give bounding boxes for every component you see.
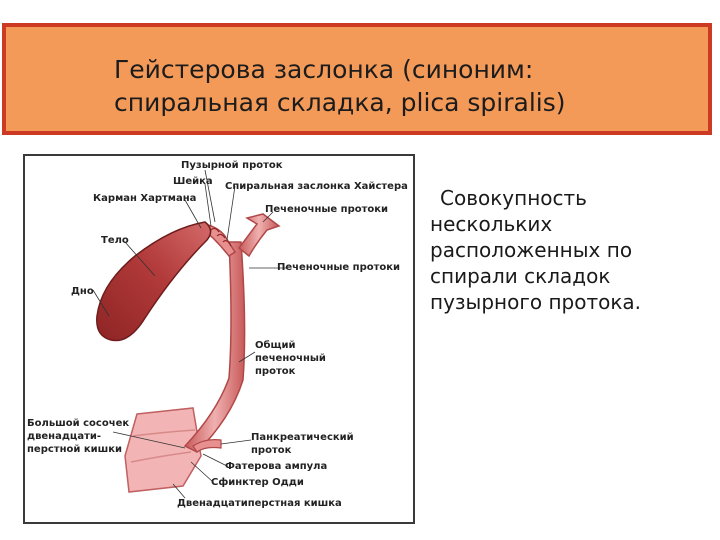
duodenum-fold <box>130 429 196 463</box>
label-common-hepatic-3: проток <box>255 366 296 377</box>
leader-lines <box>92 169 287 499</box>
label-oddi-sphincter: Сфинктер Одди <box>211 476 304 488</box>
pancreatic-duct-shape <box>192 439 222 453</box>
label-neck: Шейка <box>173 176 213 187</box>
anatomy-figure: Пузырной проток Шейка Спиральная заслонк… <box>23 154 415 524</box>
label-vater-ampulla: Фатерова ампула <box>225 461 327 472</box>
duodenum-shape <box>124 407 202 493</box>
title-line-1: Гейстерова заслонка (синоним: <box>114 55 534 84</box>
label-pancreatic-1: Панкреатический <box>251 432 354 443</box>
description-text: Совокупность нескольких расположенных по… <box>430 186 642 314</box>
label-cystic-duct: Пузырной проток <box>181 160 283 171</box>
label-major-papilla-2: двенадцати- <box>27 431 101 442</box>
label-fundus: Дно <box>71 286 94 297</box>
label-common-hepatic-2: печеночный <box>255 353 326 364</box>
label-spiral-valve: Спиральная заслонка Хайстера <box>225 181 408 192</box>
label-hepatic-ducts-2: Печеночные протоки <box>277 262 400 273</box>
title-banner: Гейстерова заслонка (синоним: спиральная… <box>2 23 712 135</box>
slide-title: Гейстерова заслонка (синоним: спиральная… <box>114 53 674 119</box>
label-major-papilla-3: перстной кишки <box>27 444 122 455</box>
gallbladder-diagram: Пузырной проток Шейка Спиральная заслонк… <box>27 160 408 509</box>
spiral-valve-folds <box>210 227 232 247</box>
label-common-hepatic-1: Общий <box>255 339 296 351</box>
label-major-papilla-1: Большой сосочек <box>27 418 129 429</box>
label-hartmann-pouch: Карман Хартмана <box>93 193 196 204</box>
label-body: Тело <box>101 235 129 246</box>
gallbladder-shape <box>96 221 212 342</box>
title-line-2: спиральная складка, plica spiralis) <box>114 88 566 117</box>
hepatic-duct-shape <box>237 213 281 258</box>
label-pancreatic-2: проток <box>251 445 292 456</box>
label-hepatic-ducts-1: Печеночные протоки <box>265 204 388 215</box>
label-duodenum: Двенадцатиперстная кишка <box>177 498 342 509</box>
